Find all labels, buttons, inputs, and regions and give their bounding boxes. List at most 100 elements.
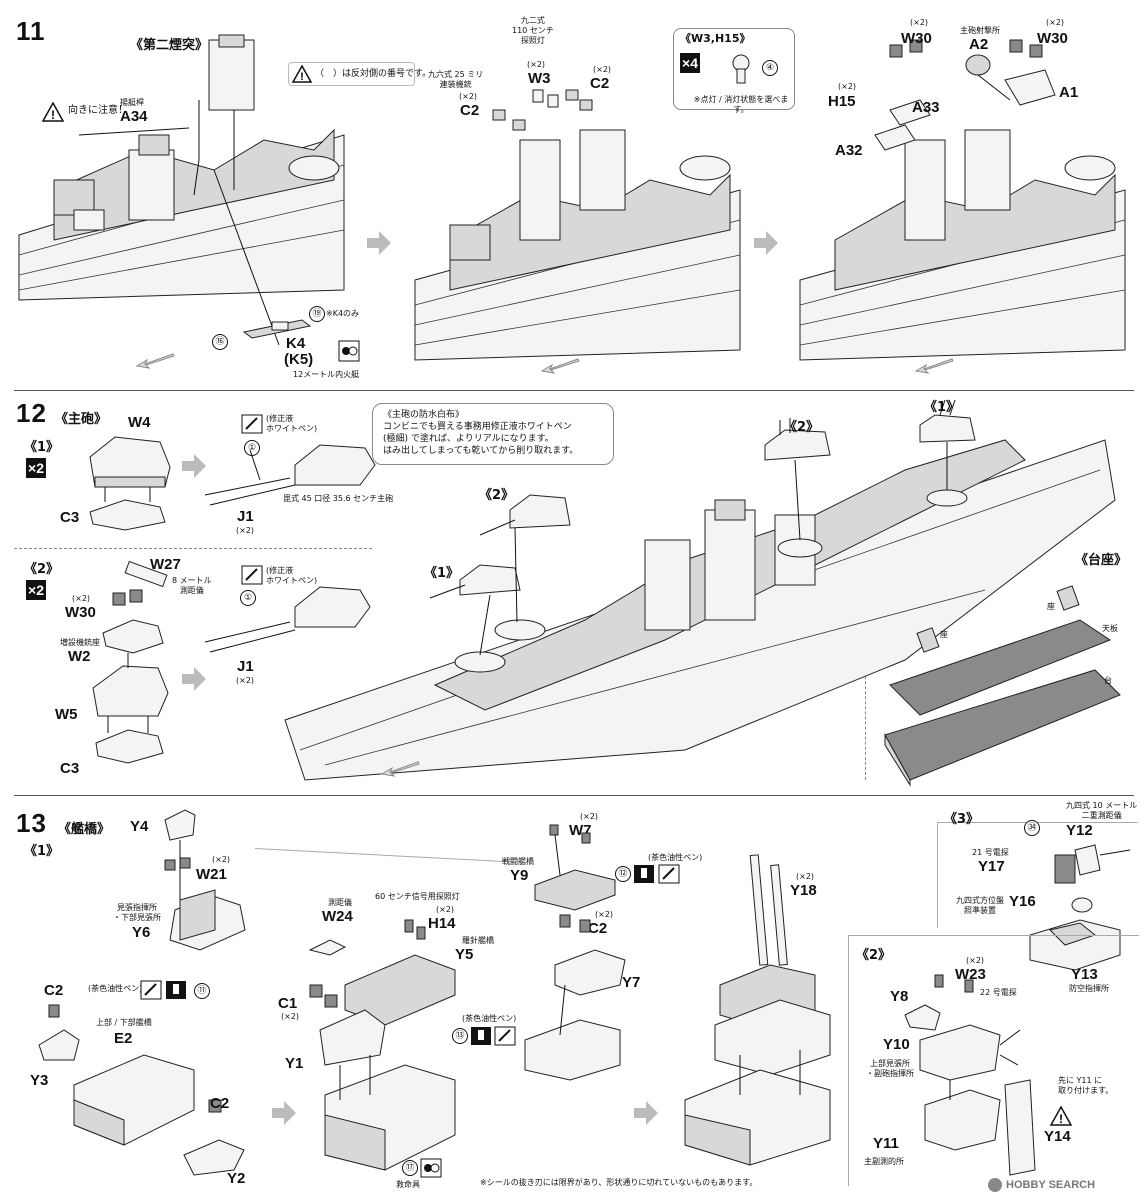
W21-label: W21	[196, 866, 227, 883]
step11-warning-note: ! （ ）は反対側の番号です。	[288, 62, 431, 86]
next-arrow-icon	[634, 1101, 658, 1125]
A34-label: A34	[120, 108, 148, 125]
brown-pen-note-2: (茶色油性ペン)	[462, 1014, 517, 1023]
callout-17: ⑰	[402, 1160, 418, 1176]
brown-pen-note-1: (茶色油性ペン)	[88, 984, 143, 993]
svg-text:!: !	[1059, 1112, 1063, 1126]
svg-text:!: !	[51, 108, 55, 122]
Y10-subtitle: 上部見張所 ・副砲指揮所	[866, 1059, 914, 1078]
A34-subtitle: 揚艇桿	[120, 98, 144, 107]
C3-label-2: C3	[60, 760, 80, 777]
callout-19: ⑲	[309, 306, 325, 322]
main-gun-caption: 毘式 45 口径 35.6 センチ主砲	[283, 494, 394, 503]
bridge2-section-label: 《2》	[856, 948, 892, 963]
callout-16: ⑯	[212, 334, 228, 350]
C1-label: C1	[278, 995, 298, 1012]
W24-subtitle: 測距儀	[328, 898, 352, 907]
H15-label: H15	[828, 93, 856, 110]
direction-arrow-icon	[135, 353, 175, 369]
W23-count: (×2)	[966, 956, 985, 965]
small-parts-step11-2	[492, 89, 593, 131]
Y9-subtitle: 戦闘艦橋	[502, 857, 534, 866]
brown-pen-note-3: (茶色油性ペン)	[648, 853, 703, 862]
Y13-subtitle: 防空指揮所	[1069, 984, 1109, 993]
bridge3-stack	[524, 824, 626, 1081]
A2-label: A2	[969, 36, 989, 53]
callout-4: ④	[762, 60, 778, 76]
pre-attach-note: 先に Y11 に 取り付けます。	[1058, 1076, 1114, 1095]
bridge1-lower-parts	[38, 1004, 245, 1176]
W21-count: (×2)	[212, 855, 231, 864]
pen-icon	[658, 864, 680, 884]
step12-number: 12	[16, 398, 47, 428]
Y4-label: Y4	[130, 818, 149, 835]
caution-triangle-icon: !	[1049, 1105, 1073, 1126]
next-arrow-icon	[367, 231, 391, 255]
pen-icon	[241, 414, 263, 434]
H14-count: (×2)	[436, 905, 455, 914]
decal-icon	[420, 1158, 442, 1178]
lifebuoy-caption: 救命具	[396, 1180, 420, 1189]
callout-34: ㉞	[1024, 820, 1040, 836]
Y16-subtitle: 九四式方位盤 照準装置	[956, 896, 1004, 915]
E2-label: E2	[114, 1030, 133, 1047]
caution-text: 向きに注意！	[68, 105, 128, 116]
bridge-mid-parts	[904, 974, 1021, 1151]
J1-count-2: (×2)	[236, 676, 255, 685]
K4-only-note: ※K4のみ	[326, 309, 360, 318]
A2-subtitle: 主砲射撃所	[960, 26, 1000, 35]
Y11-label: Y11	[873, 1135, 899, 1152]
Y18-count: (×2)	[796, 872, 815, 881]
Y5-subtitle: 羅針艦橋	[462, 936, 494, 945]
C2a-label: C2	[460, 102, 480, 119]
Y7-label: Y7	[622, 974, 641, 991]
callout-13: ⑬	[452, 1028, 468, 1044]
W7-count: (×2)	[580, 812, 599, 821]
Y16-label: Y16	[1009, 893, 1036, 910]
battleship-full-drawing	[284, 399, 1116, 781]
Y8-label: Y8	[890, 988, 909, 1005]
next-arrow-icon	[754, 231, 778, 255]
step13-box-2	[848, 935, 1139, 1186]
C2a-subtitle: 九六式 25 ミリ 連装機銃	[428, 70, 484, 89]
C2-count-13c: (×2)	[595, 910, 614, 919]
W27-subtitle: 8 メートル 測距儀	[172, 576, 212, 595]
ship-hull-drawing-step11-1	[18, 34, 345, 346]
times-four-badge: ×4	[680, 53, 700, 73]
H15-count: (×2)	[838, 82, 857, 91]
step12-sub-divider	[14, 548, 372, 549]
bridge1-section-label: 《1》	[24, 844, 60, 859]
director-parts-step11-3	[874, 39, 1056, 151]
step11-number: 11	[16, 16, 46, 46]
footnote: ※シールの抜き刃には限界があり、形状通りに切れていないものもあります。	[480, 1178, 758, 1187]
bridge1-upper-parts	[164, 809, 246, 951]
pen-icon	[494, 1026, 516, 1046]
W23-label: W23	[955, 966, 986, 983]
callout-12: ⑫	[615, 866, 631, 882]
bridge3-section-label: 《3》	[944, 812, 980, 827]
stand-title: 《台座》	[1075, 553, 1128, 568]
C2b-label: C2	[590, 75, 610, 92]
W2-subtitle: 増設機銃座	[60, 638, 100, 647]
times-two-badge-1: ×2	[26, 458, 46, 478]
Y10-label: Y10	[883, 1036, 910, 1053]
W2-label: W2	[68, 648, 91, 665]
C1-count: (×2)	[281, 1012, 300, 1021]
bridge-assembled	[684, 854, 831, 1166]
ship-hull-drawing-step11-2	[414, 129, 741, 361]
step12-title: 《主砲》	[55, 412, 108, 427]
tip-text: 《主砲の防水白布》 コンビニでも買える事務用修正液ホワイトペン (極細) で塗れ…	[383, 410, 579, 456]
option-box-title: 《W3,H15》	[680, 32, 751, 45]
W3-count: (×2)	[527, 60, 546, 69]
H14-subtitle: 60 センチ信号用探照灯	[375, 892, 460, 901]
turret2-section-label: 《2》	[24, 562, 60, 577]
decal-icon	[338, 340, 360, 362]
Y3-label: Y3	[30, 1072, 49, 1089]
W30a-label: W30	[901, 30, 932, 47]
Y11-subtitle: 主副測的所	[864, 1157, 904, 1166]
Y6-label: Y6	[132, 924, 151, 941]
H14-label: H14	[428, 915, 456, 932]
Y14-plate-part	[1004, 1079, 1036, 1176]
W30-label-12: W30	[65, 604, 96, 621]
Y14-label: Y14	[1044, 1128, 1071, 1145]
